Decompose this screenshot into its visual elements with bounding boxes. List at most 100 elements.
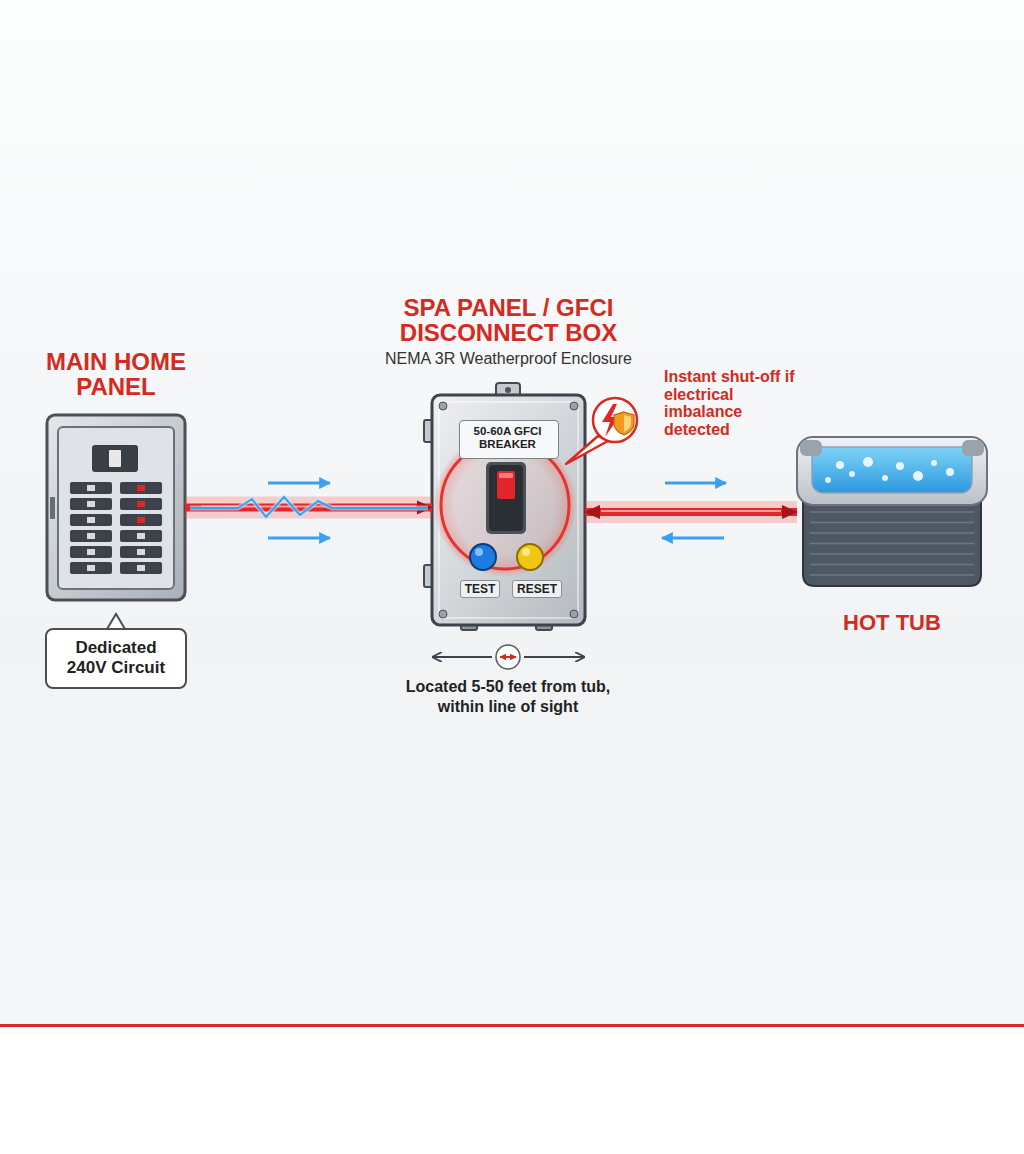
breaker-toggle	[87, 565, 95, 571]
hot-tub-illustration-part	[962, 440, 984, 456]
breaker-toggle	[87, 533, 95, 539]
spa-enclosure-illustration-part	[439, 402, 578, 618]
hot-tub-illustration	[797, 437, 987, 586]
hot-tub-illustration-part	[931, 460, 937, 466]
callout-pointer	[107, 614, 125, 629]
breaker-slot	[120, 546, 162, 558]
hot-tub-illustration-part	[913, 471, 923, 481]
cabinet-slat	[810, 574, 974, 576]
callout-pointer-part	[107, 614, 125, 629]
main-panel-illustration	[47, 415, 185, 600]
hot-tub-illustration-part	[797, 437, 987, 505]
hot-tub-illustration-part	[849, 471, 855, 477]
spa-enclosure-illustration-part	[497, 471, 515, 499]
cabinet-slat	[810, 522, 974, 524]
current-spark-line-part	[190, 497, 428, 517]
hot-tub-illustration-part	[825, 457, 954, 483]
background-footer-part	[0, 1027, 1024, 1154]
wire-highlight	[601, 510, 781, 512]
callout-note: Instant shut-off if electrical imbalance…	[664, 368, 806, 438]
spa-enclosure-illustration-part	[470, 544, 496, 570]
button-label: RESET	[512, 580, 562, 598]
breaker-toggle	[137, 565, 145, 571]
breaker-toggle	[137, 485, 145, 491]
current-spark-line	[190, 497, 428, 517]
alert-bubble-icon-part	[614, 412, 634, 435]
breaker-slot	[70, 530, 112, 542]
hot-tub-illustration-part	[882, 475, 888, 481]
main-panel-illustration-part	[109, 450, 121, 467]
cabinet-slat	[810, 564, 974, 566]
node-title: HOT TUB	[787, 611, 997, 635]
node-title: Dedicated 240V Circuit	[57, 638, 175, 679]
node-subtitle: NEMA 3R Weatherproof Enclosure	[358, 349, 659, 368]
distance-indicator-part	[433, 656, 492, 658]
alert-bubble-icon-part	[566, 436, 608, 464]
spa-enclosure-illustration-part	[475, 548, 483, 556]
wire-glow	[185, 497, 432, 519]
node-title: MAIN HOME PANEL	[26, 349, 206, 399]
breaker-toggle	[87, 501, 95, 507]
wire-core	[585, 508, 797, 516]
breaker-slot	[70, 514, 112, 526]
breaker-slot	[120, 562, 162, 574]
breaker-slot	[70, 498, 112, 510]
breaker-slot	[70, 562, 112, 574]
breaker-toggle	[137, 533, 145, 539]
hot-tub-illustration-part	[800, 440, 822, 456]
background-footer-part	[0, 1024, 1024, 1027]
breaker-toggle	[87, 517, 95, 523]
spa-enclosure-illustration-part	[505, 387, 511, 393]
flow-arrows-part	[665, 482, 726, 485]
breaker-toggle	[137, 517, 145, 523]
spa-disconnect-box: 50-60A GFCI BREAKERSPA PANEL / GFCI DISC…	[432, 395, 585, 625]
spa-enclosure-illustration-part	[489, 465, 523, 531]
hot-tub: HOT TUB	[797, 437, 987, 587]
wire-glow	[585, 501, 797, 523]
spa-enclosure-illustration-part	[432, 395, 585, 625]
background-footer	[0, 1024, 1024, 1154]
hot-tub-illustration-part	[812, 447, 972, 493]
distance-indicator-part	[496, 645, 520, 669]
hot-tub-illustration-part	[946, 468, 954, 476]
cabinet-slat	[810, 532, 974, 534]
flow-arrows-part	[268, 537, 330, 540]
power-wire	[585, 511, 797, 512]
hot-tub-illustration-part	[803, 497, 981, 586]
spa-enclosure-illustration-part	[522, 548, 530, 556]
alert-bubble-icon-part	[593, 398, 637, 442]
spa-enclosure-illustration-part	[486, 462, 526, 534]
circuit-callout: Dedicated 240V Circuit	[45, 628, 187, 689]
flow-arrows-part	[268, 482, 330, 485]
spa-enclosure-illustration-part	[517, 544, 543, 570]
distance-note: Located 5-50 feet from tub, within line …	[401, 677, 615, 717]
main-panel-illustration-part	[47, 415, 185, 600]
spa-enclosure-illustration-part	[499, 473, 513, 478]
main-panel-illustration-part	[92, 445, 138, 472]
alert-bubble-icon-part	[624, 415, 631, 432]
node-title: 50-60A GFCI BREAKER	[465, 425, 551, 451]
distance-indicator-part	[500, 656, 516, 658]
node-title: SPA PANEL / GFCI DISCONNECT BOX	[358, 295, 659, 345]
distance-indicator	[433, 645, 584, 669]
distance-indicator-part	[524, 656, 584, 658]
hot-tub-illustration-part	[825, 477, 831, 483]
spa-enclosure-illustration-part	[570, 610, 578, 618]
breaker-toggle	[137, 501, 145, 507]
cabinet-slat	[810, 553, 974, 555]
current-spark-line-part	[190, 497, 428, 517]
breaker-toggle	[87, 549, 95, 555]
flow-arrows-part	[662, 537, 724, 540]
main-panel: MAIN HOME PANEL	[47, 415, 185, 600]
spa-enclosure-illustration-part	[439, 610, 447, 618]
breaker-toggle	[87, 485, 95, 491]
alert-bubble-icon	[566, 398, 637, 464]
breaker-slot	[120, 482, 162, 494]
breaker-label: 50-60A GFCI BREAKER	[459, 420, 559, 459]
spa-enclosure-illustration	[424, 383, 585, 630]
breaker-slot	[70, 546, 112, 558]
main-panel-illustration-part	[58, 427, 174, 589]
hot-tub-illustration-part	[863, 457, 873, 467]
